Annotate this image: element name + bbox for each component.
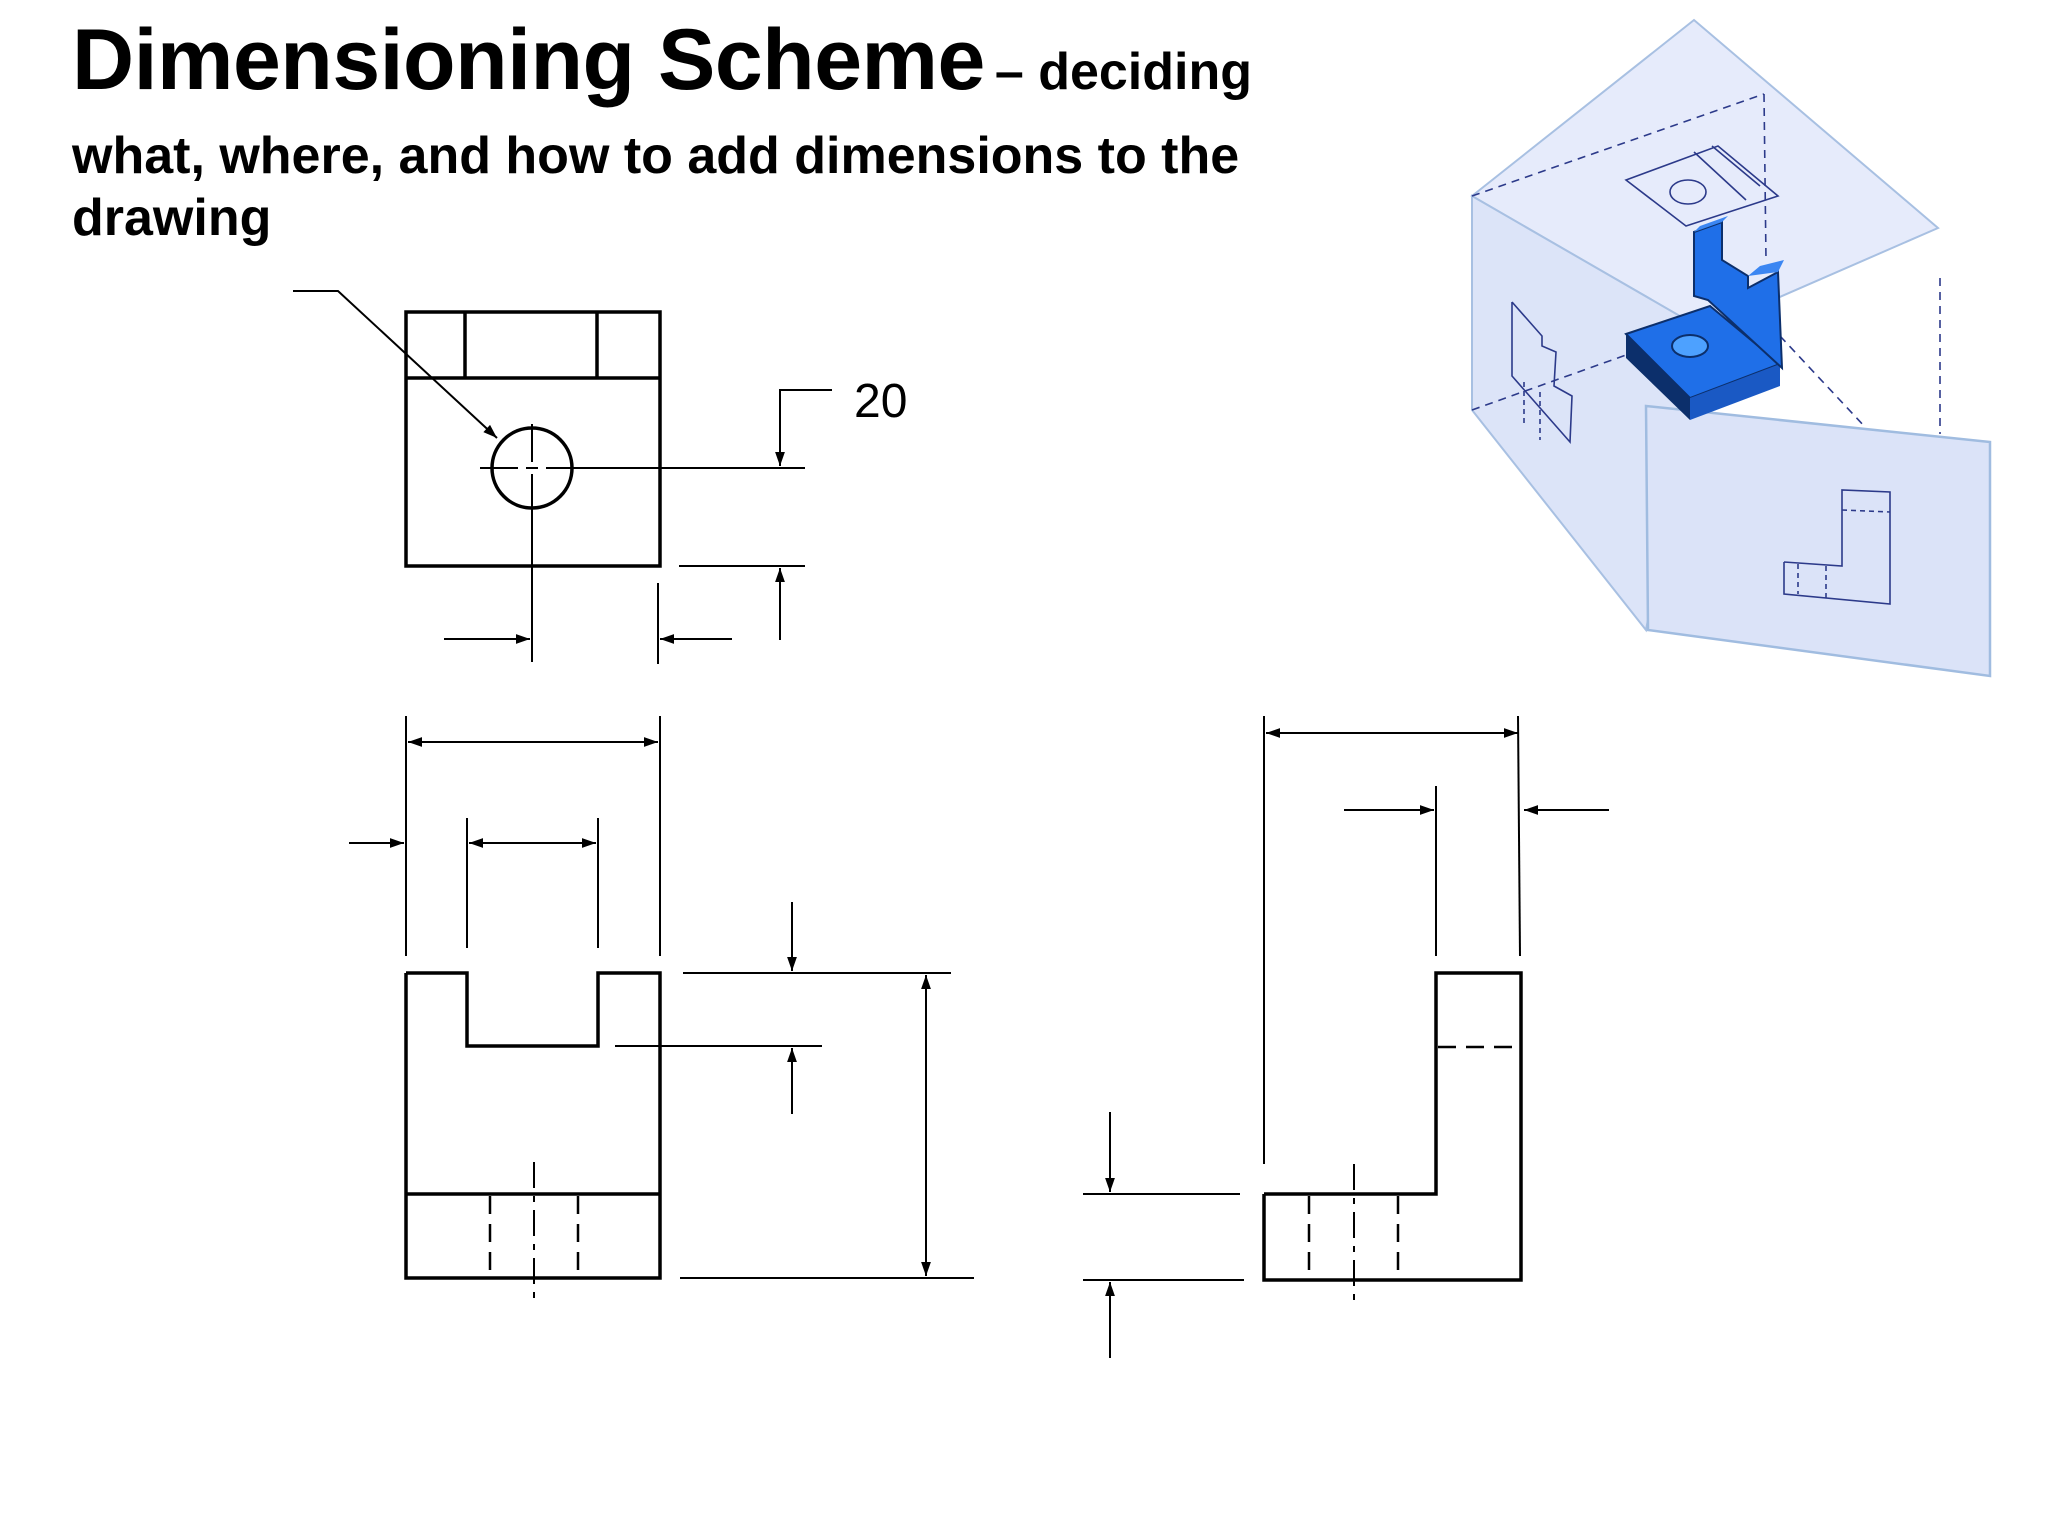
- projection-lines: [1471, 93, 1941, 434]
- top-view-dimensions: [444, 389, 832, 664]
- side-view-dimensions: [1083, 715, 1609, 1358]
- slide-subtitle: what, where, and how to add dimensions t…: [72, 127, 1240, 247]
- dimension-20-leader: [779, 389, 832, 392]
- dimension-value-20: 20: [854, 375, 907, 428]
- hole-leader: [293, 290, 498, 439]
- hole-center-lines: [480, 424, 805, 662]
- side-view-outline: [1262, 971, 1523, 1282]
- bracket-part-3d: [1624, 216, 1784, 420]
- projection-box-illustration: [1470, 18, 1992, 678]
- projected-front-view: [1783, 489, 1891, 605]
- front-view-outline: [404, 971, 662, 1280]
- projected-side-view: [1511, 301, 1573, 445]
- side-view: [1262, 971, 1523, 1282]
- slide-title-block: Dimensioning Scheme– deciding what, wher…: [72, 14, 1392, 249]
- front-view-hidden-hole: [488, 1196, 580, 1276]
- side-view-hidden-lines: [1307, 1045, 1519, 1278]
- slide-subtitle-start: – deciding: [994, 43, 1252, 101]
- front-view: [404, 971, 662, 1280]
- front-projection-plane: [1644, 404, 1992, 678]
- slide-title: Dimensioning Scheme: [72, 12, 985, 108]
- projected-top-view: [1624, 145, 1780, 227]
- front-view-dimensions: [349, 716, 974, 1279]
